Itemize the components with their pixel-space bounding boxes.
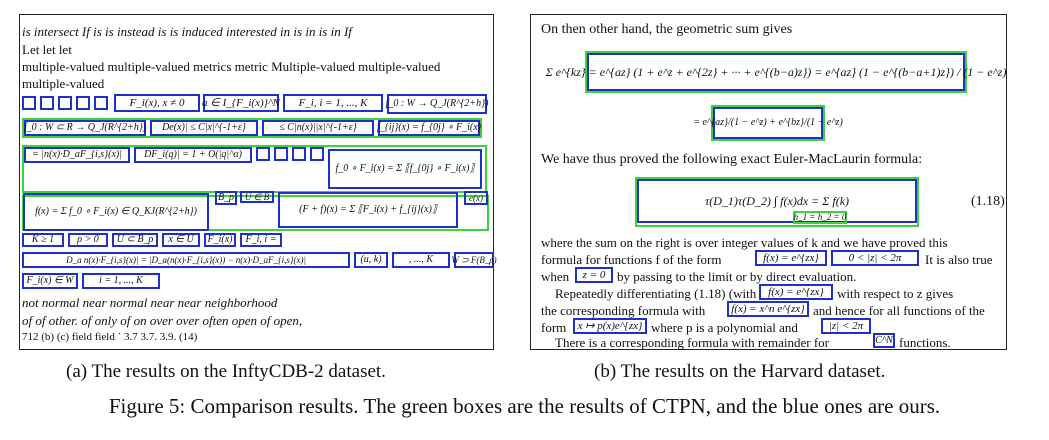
ctpn-box (22, 118, 482, 138)
subcaption-b: (b) The results on the Harvard dataset. (594, 361, 886, 382)
text-line: where p is a polynomial and (651, 320, 798, 335)
inline-formula-box: z = 0 (575, 267, 613, 283)
formula-box: De(x)| ≤ C|x|^{-1+ε} (150, 120, 258, 136)
panel-a-infty-results: is intersect If is is instead is is indu… (19, 14, 497, 350)
formula-box: F_i(x) ∈ W (22, 273, 78, 289)
subcaption-a: (a) The results on the InftyCDB-2 datase… (66, 361, 386, 382)
text-line: the corresponding formula with (541, 303, 706, 318)
formula-box: F_i, i = (240, 233, 282, 247)
formula-box: W ⊃ F(B_ρ) (451, 252, 497, 268)
inline-formula-box: f(x) = e^{zx} (755, 250, 827, 266)
text-line: On then other hand, the geometric sum gi… (541, 22, 793, 37)
figure-caption: Figure 5: Comparison results. The green … (108, 394, 941, 418)
formula-box: ρ > 0 (68, 233, 108, 247)
ctpn-box (585, 51, 967, 93)
inline-formula-box: |z| < 2π (821, 318, 871, 334)
formula-box: U ∈ B (240, 191, 274, 203)
detected-box (292, 147, 306, 161)
text-line: and hence for all functions of the (813, 303, 985, 318)
detected-box (274, 147, 288, 161)
detected-box (76, 96, 90, 110)
panel-b-harvard-results: On then other hand, the geometric sum gi… (530, 14, 1007, 350)
detected-box (310, 147, 324, 161)
text-line: 712 (b) (c) field field ˙ 3.7 3.7. 3.9. … (22, 331, 198, 343)
formula-box: F_i(x) (204, 233, 236, 247)
inline-formula-box: x ↦ p(x)e^{zx} (573, 318, 647, 334)
detected-box (94, 96, 108, 110)
formula-box: f_0 : W → Q_J(R^{2+h}) (386, 94, 488, 114)
formula-box: f_0 : W ⊂ R → Q_J(R^{2+h}) (24, 120, 146, 136)
formula-box: F_i, i = 1, ..., K (283, 94, 383, 112)
formula-box: B_ρ (215, 191, 237, 205)
inline-formula-box: f(x) = x^n e^{zx} (727, 301, 809, 317)
text-line: We have thus proved the following exact … (541, 152, 923, 167)
ctpn-box (711, 105, 825, 141)
formula-box: τ(D_1)τ(D_2) ∫ f(x)dx = Σ f(k) (637, 179, 917, 223)
text-line: formula for functions f of the form (541, 252, 722, 267)
text-line: not normal near normal near near neighbo… (22, 295, 278, 310)
text-line: by passing to the limit or by direct eva… (617, 269, 857, 284)
text-line: There is a corresponding formula with re… (555, 335, 829, 350)
equation-number: (1.18) (971, 194, 1005, 209)
text-line: Repeatedly differentiating (1.18) (with (555, 286, 757, 301)
detected-box (40, 96, 54, 110)
text-line: Let let let (22, 42, 72, 57)
detected-box (22, 96, 36, 110)
text-line: form (541, 320, 567, 335)
formula-box: U ⊂ B_ρ (112, 233, 158, 247)
formula-box: i = 1, ..., K (82, 273, 160, 289)
formula-box: f_{ij}(x) = f_{0j} ∘ F_i(x) (377, 120, 481, 136)
text-line: with respect to z gives (837, 286, 954, 301)
formula-box: f_0 ∘ F_i(x) = Σ ⟦f_{0j} ∘ F_i(x)⟧ (328, 149, 482, 189)
ctpn-box (635, 177, 919, 227)
formula-box: x ∈ U (162, 233, 200, 247)
inline-formula-box: f(x) = e^{zx} (759, 284, 833, 300)
formula-box: (u, k) (354, 252, 388, 268)
formula-box: D_a n(x)·F_{i,s}(x)| = |D_a(n(x)·F_{i,s}… (22, 252, 350, 268)
formula-box: Σ e^{kz} = e^{az} (1 + e^z + e^{2z} + ··… (546, 53, 1006, 91)
text-line: is intersect If is is instead is is indu… (22, 24, 352, 39)
ctpn-box: h_1 = h_2 = 0 (793, 211, 847, 224)
formula-box: K ≥ 1 (22, 233, 64, 247)
detected-box (256, 147, 270, 161)
formula-box: f(x) = Σ f_0 ∘ F_i(x) ∈ Q_KJ(R^{2+h}) (23, 193, 209, 231)
inline-formula-box: 0 < |z| < 2π (831, 250, 919, 266)
text-line: functions. (899, 335, 951, 350)
inline-formula-box: C^N (873, 333, 895, 348)
detected-box (58, 96, 72, 110)
text-line: It is also true (925, 252, 993, 267)
formula-box: DF_i(q)| = 1 + O(|q|^α) (134, 147, 252, 163)
text-line: multiple-valued multiple-valued metrics … (22, 59, 441, 74)
formula-box: F_i(x), x ≠ 0 (114, 94, 200, 112)
text-line: multiple-valued (22, 76, 105, 91)
formula-box: = e^{az}/(1 − e^z) + e^{bz}/(1 − e^z) (693, 107, 843, 139)
text-line: where the sum on the right is over integ… (541, 235, 948, 250)
text-line: of of other. of only of on over over oft… (22, 313, 303, 328)
formula-box: , ..., K (392, 252, 450, 268)
formula-box: e(x) (464, 191, 488, 205)
formula-box: ≤ C|n(x)||x|^{-1+ε} (262, 120, 374, 136)
text-line: when (541, 269, 570, 284)
formula-box: = |n(x)·D_aF_{i,s}(x)| (24, 147, 130, 163)
formula-box: a ∈ I_{F_i(x)}^N (202, 94, 280, 112)
formula-box: (F + f)(x) = Σ ⟦F_i(x) + f_{ij}(x)⟧ (278, 192, 458, 228)
